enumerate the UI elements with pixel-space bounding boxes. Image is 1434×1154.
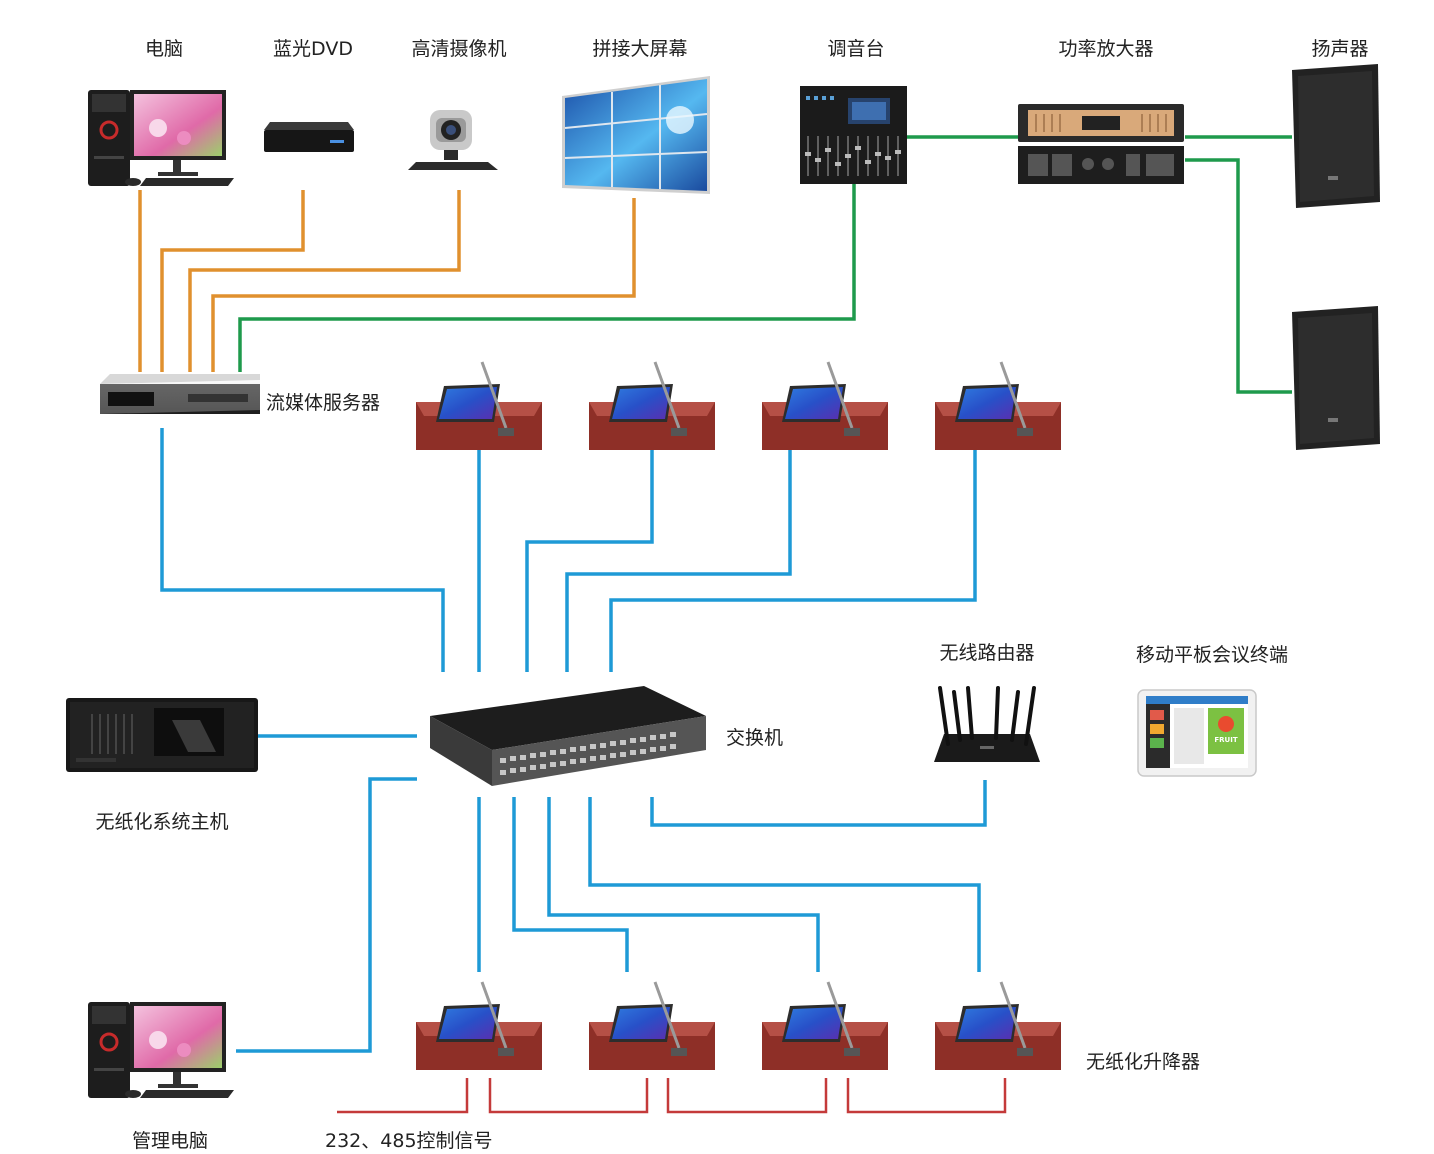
label-media-server: 流媒体服务器 <box>266 392 381 414</box>
label-speaker: 扬声器 <box>1311 38 1369 60</box>
pc-icon[interactable] <box>88 90 234 186</box>
label-host: 无纸化系统主机 <box>95 811 229 833</box>
conference-terminal-icon[interactable] <box>416 361 542 450</box>
mixer-icon[interactable] <box>800 86 907 184</box>
video-links <box>138 190 636 372</box>
lifter-terminal-icon[interactable] <box>935 981 1061 1070</box>
conference-terminal-icon[interactable] <box>589 361 715 450</box>
wireless-router-icon[interactable] <box>934 686 1040 762</box>
lifter-terminal-icon[interactable] <box>416 981 542 1070</box>
label-tablet: 移动平板会议终端 <box>1135 644 1289 666</box>
bluray-player-icon[interactable] <box>264 122 354 152</box>
label-router: 无线路由器 <box>939 642 1035 664</box>
control-links <box>337 1078 1007 1114</box>
tablet-icon[interactable]: FRUIT <box>1137 689 1257 777</box>
conference-terminal-icon[interactable] <box>762 361 888 450</box>
audio-links <box>238 135 1292 394</box>
label-pc: 电脑 <box>144 38 184 60</box>
label-videowall: 拼接大屏幕 <box>592 38 688 60</box>
label-switch: 交换机 <box>726 727 784 749</box>
speaker-icon[interactable] <box>1292 64 1380 208</box>
admin-pc-icon[interactable] <box>88 1002 234 1098</box>
host-server-icon[interactable] <box>66 698 258 772</box>
network-switch-icon[interactable] <box>430 686 706 786</box>
lifter-terminal-icon[interactable] <box>762 981 888 1070</box>
label-control-signal: 232、485控制信号 <box>325 1130 493 1152</box>
speaker-icon-2[interactable] <box>1292 306 1380 450</box>
label-camera: 高清摄像机 <box>411 38 507 60</box>
label-bluray: 蓝光DVD <box>273 38 353 60</box>
conference-terminal-icon[interactable] <box>935 361 1061 450</box>
network-links <box>160 428 987 1053</box>
label-admin-pc: 管理电脑 <box>131 1130 209 1152</box>
video-wall-icon[interactable] <box>562 76 710 194</box>
lifter-terminal-icon[interactable] <box>589 981 715 1070</box>
label-amplifier: 功率放大器 <box>1058 38 1154 60</box>
label-mixer: 调音台 <box>827 38 885 60</box>
label-lifter: 无纸化升降器 <box>1086 1051 1201 1073</box>
tablet-screen-text: FRUIT <box>1214 736 1237 744</box>
camera-icon[interactable] <box>408 110 498 170</box>
amplifier-icon[interactable] <box>1018 104 1184 184</box>
media-server-icon[interactable] <box>100 374 260 414</box>
